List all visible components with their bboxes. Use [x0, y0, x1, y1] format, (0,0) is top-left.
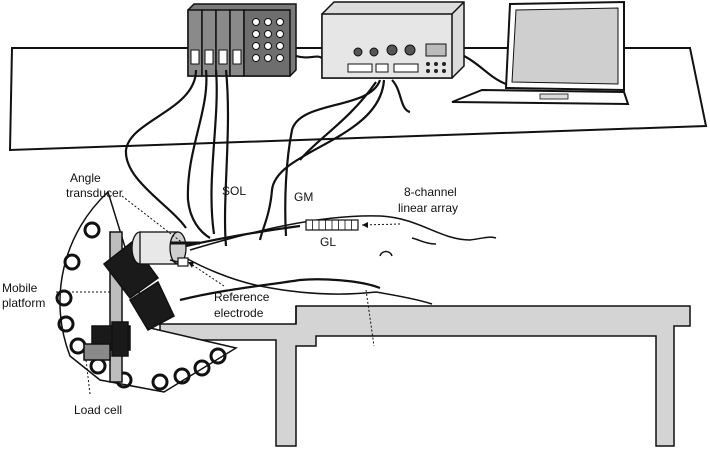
label-reference-electrode-1: Reference	[214, 290, 270, 304]
foot-plate	[83, 240, 175, 361]
label-mobile-platform-1: Mobile	[2, 281, 38, 295]
label-linear-array: linear array	[398, 201, 458, 215]
bench	[159, 305, 691, 447]
label-angle-transducer-1: Angle	[70, 171, 101, 185]
reference-electrode	[177, 257, 189, 267]
label-load-cell: Load cell	[74, 403, 122, 417]
acquisition-box	[321, 1, 465, 79]
label-sol: SOL	[222, 184, 246, 198]
label-reference-electrode-2: electrode	[214, 306, 264, 320]
leg-outline	[185, 215, 497, 305]
amplifier-rack	[187, 3, 297, 77]
label-gl: GL	[320, 235, 336, 249]
label-angle-transducer-2: transducer	[66, 186, 123, 200]
laptop	[451, 0, 630, 106]
angle-transducer	[131, 231, 200, 265]
label-gm: GM	[294, 190, 313, 204]
pointer-arrowheads	[188, 222, 368, 268]
linear-array-electrode	[305, 219, 359, 231]
label-mobile-platform-2: platform	[2, 296, 45, 310]
label-8-channel: 8-channel	[404, 185, 457, 199]
pointer-lines	[56, 195, 401, 395]
